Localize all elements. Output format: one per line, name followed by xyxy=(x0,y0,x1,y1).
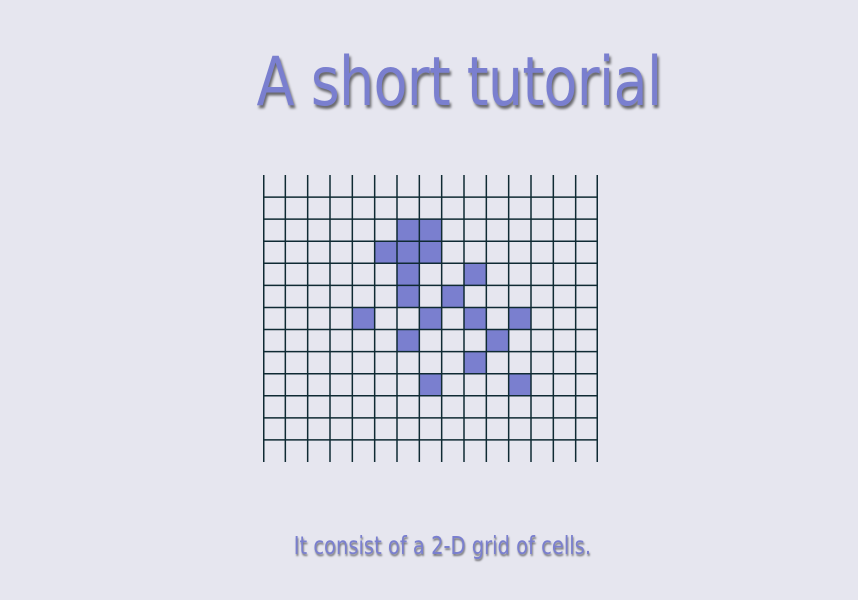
live-cell xyxy=(508,373,531,396)
slide-caption: It consist of a 2-D grid of cells. xyxy=(293,531,592,560)
live-cell xyxy=(397,219,420,242)
live-cell xyxy=(397,329,420,352)
live-cell xyxy=(486,329,509,352)
live-cell xyxy=(419,219,442,242)
live-cell xyxy=(464,263,487,286)
live-cell xyxy=(464,351,487,374)
live-cell xyxy=(397,241,420,264)
cell-grid-canvas xyxy=(263,175,598,462)
live-cell xyxy=(419,307,442,330)
live-cell xyxy=(374,241,397,264)
cell-grid xyxy=(263,175,598,462)
live-cell xyxy=(441,285,464,308)
live-cell xyxy=(419,373,442,396)
live-cell xyxy=(419,241,442,264)
live-cell xyxy=(352,307,375,330)
live-cell xyxy=(397,285,420,308)
live-cell xyxy=(397,263,420,286)
live-cell xyxy=(464,307,487,330)
live-cell xyxy=(508,307,531,330)
slide-title: A short tutorial xyxy=(256,43,662,122)
